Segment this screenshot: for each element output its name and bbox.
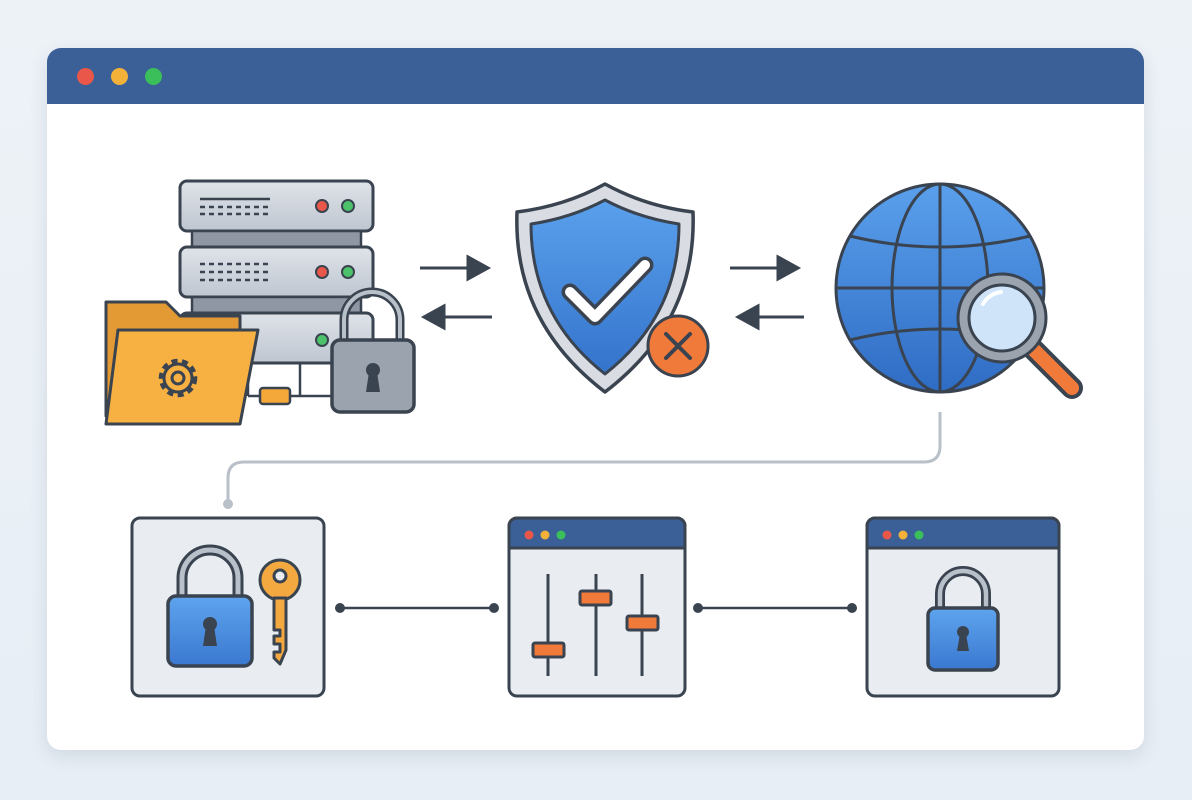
panel-connector-2 [693,603,857,613]
secure-window [865,516,1061,698]
sync-arrows-left [420,254,492,331]
minimize-dot-icon[interactable] [111,68,128,85]
window-titlebar [47,48,1144,104]
close-dot-icon[interactable] [77,68,94,85]
credentials-panel [130,516,326,698]
folder-gear-icon [104,300,260,426]
minimize-dot-icon [540,530,550,540]
magnifier-icon [956,272,1083,399]
padlock-icon [330,287,416,414]
connector-node-icon [258,386,292,406]
close-dot-icon [882,530,892,540]
connector-dot-icon [223,499,233,509]
error-x-icon [646,314,710,378]
maximize-dot-icon [914,530,924,540]
panel-connector-1 [335,603,499,613]
padlock-icon [926,566,1000,672]
server-stack-icon [178,179,375,365]
key-icon [258,558,302,666]
maximize-dot-icon [556,530,566,540]
settings-window [507,516,687,698]
padlock-icon [166,544,254,668]
close-dot-icon [524,530,534,540]
flow-connector [226,412,942,502]
sliders-icon [531,574,660,676]
sync-arrows-right [730,254,804,331]
maximize-dot-icon[interactable] [145,68,162,85]
minimize-dot-icon [898,530,908,540]
